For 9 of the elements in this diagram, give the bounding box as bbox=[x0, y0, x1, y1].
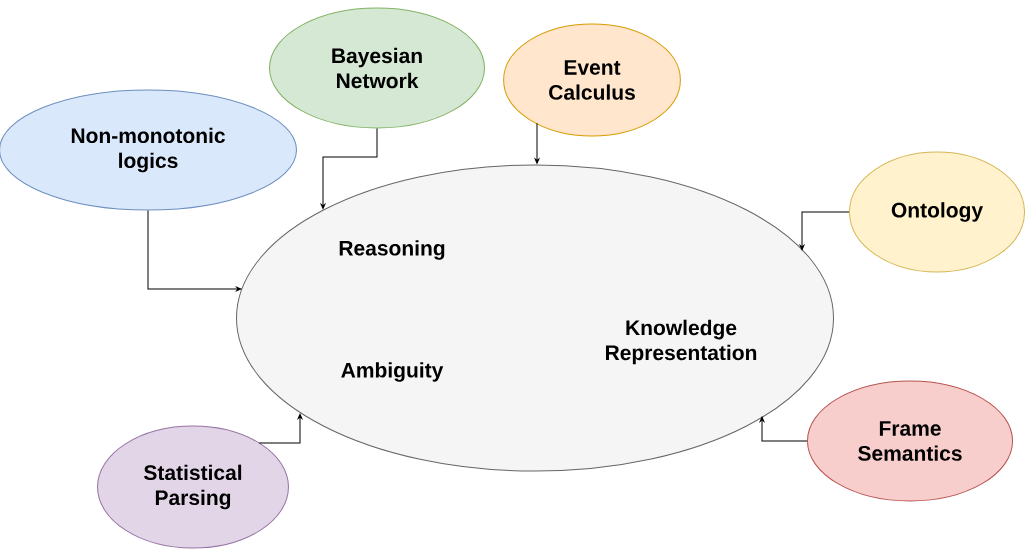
arrow bbox=[147, 210, 242, 292]
ellipse-label: Reasoning bbox=[339, 240, 445, 260]
ellipse-label: Knowledge Representation bbox=[606, 319, 757, 365]
ellipse-label: Ambiguity bbox=[341, 362, 444, 382]
arrow bbox=[258, 413, 303, 444]
arrow bbox=[759, 416, 808, 442]
arrow bbox=[534, 122, 540, 164]
arrow bbox=[799, 211, 850, 251]
arrow bbox=[320, 128, 378, 210]
